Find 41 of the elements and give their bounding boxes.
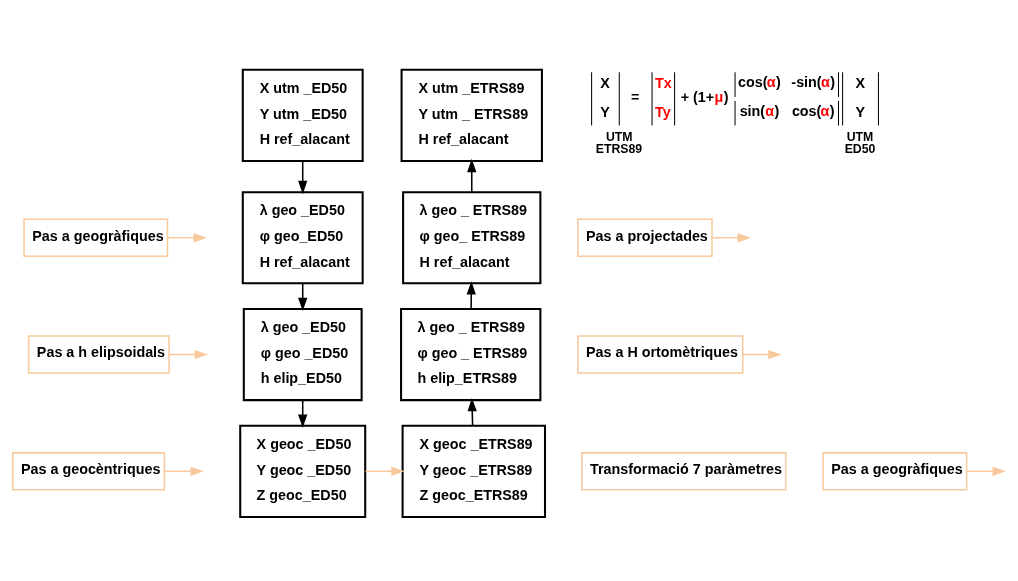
label: Y — [600, 103, 610, 120]
node-box: Transformació 7 paràmetres — [581, 452, 787, 491]
node-box: λ geo _ ETRS89 φ geo _ ETRS89 h elip_ETRS89 — [400, 307, 542, 402]
arrow — [966, 466, 1006, 476]
label: sin(α) — [739, 103, 780, 120]
node-box: X geoc _ETRS89 Y geoc _ETRS89 Z geoc_ETRS89 — [401, 424, 547, 518]
label: Ty — [655, 103, 671, 120]
arrow — [168, 349, 208, 360]
node-box: X utm _ETRS89 Y utm _ ETRS89 H ref_alacant — [400, 68, 543, 162]
arrow — [364, 466, 405, 476]
node-box: λ geo _ ETRS89 φ geo_ ETRS89 H ref_alacant — [402, 191, 542, 285]
node-box: Pas a h elipsoidals — [27, 335, 170, 374]
label: -sin(α) — [791, 74, 836, 91]
label: ED50 — [844, 141, 876, 156]
label: UTM — [846, 129, 874, 144]
label: + (1+μ) — [680, 88, 729, 105]
node-box: Pas a geocèntriques — [12, 452, 166, 491]
label: Y — [855, 103, 865, 120]
node-box: X utm _ED50 Y utm _ED50 H ref_alacant — [241, 68, 364, 162]
node-box: λ geo _ED50 φ geo_ED50 H ref_alacant — [241, 191, 364, 285]
label: X — [855, 74, 865, 91]
arrow — [163, 466, 204, 476]
label: X — [600, 74, 610, 91]
label: = — [631, 88, 640, 105]
node-box: Pas a projectades — [577, 218, 713, 257]
arrow — [466, 281, 476, 310]
label: UTM — [605, 129, 633, 144]
arrow — [467, 158, 477, 193]
label: ETRS89 — [595, 141, 643, 156]
arrow — [298, 160, 308, 195]
node-box: X geoc _ED50 Y geoc _ED50 Z geoc_ED50 — [239, 424, 367, 518]
node-box: Pas a geogràfiques — [23, 218, 169, 257]
arrow — [742, 349, 782, 360]
label: cos(α) — [791, 103, 835, 120]
node-box: Pas a geogràfiques — [822, 452, 968, 491]
label: cos(α) — [738, 74, 781, 91]
node-box: Pas a H ortomètriques — [577, 335, 744, 374]
arrow — [166, 233, 207, 243]
arrow — [711, 233, 751, 243]
label: Tx — [655, 74, 672, 91]
node-box: λ geo _ED50 φ geo _ED50 h elip_ED50 — [242, 307, 363, 402]
